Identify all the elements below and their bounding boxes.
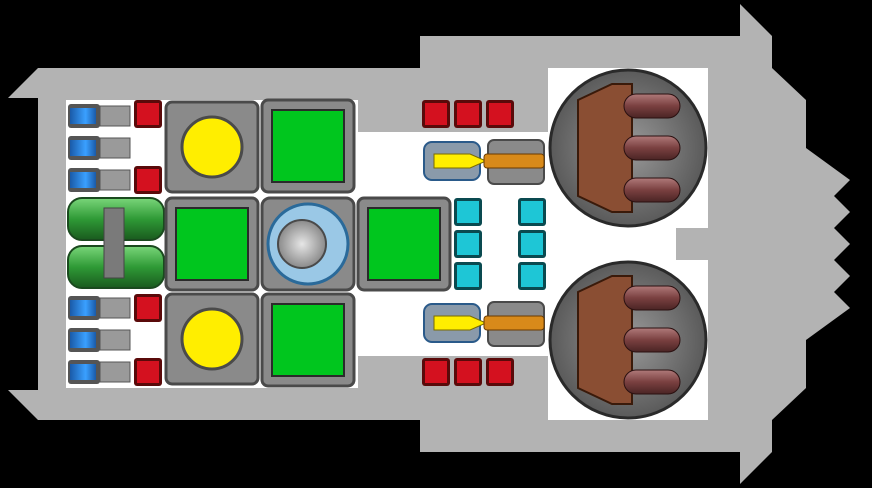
cyan-power-cell-icon — [454, 262, 482, 290]
red-power-cell-icon — [134, 166, 162, 194]
thruster-icon — [68, 360, 131, 384]
cockpit-dome-icon — [260, 196, 356, 292]
cyan-power-cell-icon — [454, 198, 482, 226]
red-cells-left — [134, 100, 162, 386]
reactor-core-icon — [164, 292, 260, 386]
thruster-bank-top — [68, 104, 131, 192]
red-power-cell-icon — [486, 358, 514, 386]
thruster-icon — [68, 136, 131, 160]
green-cargo-block-icon — [260, 292, 356, 388]
cyan-power-cell-icon — [518, 262, 546, 290]
laser-cannon-icon — [423, 303, 488, 343]
gatling-gun-icon — [483, 139, 545, 185]
red-power-cell-icon — [422, 100, 450, 128]
red-power-cell-icon — [454, 100, 482, 128]
green-cargo-block-icon — [164, 196, 260, 292]
red-power-cell-icon — [454, 358, 482, 386]
thruster-icon — [68, 296, 131, 320]
cyan-power-cell-icon — [518, 230, 546, 258]
reactor-core-icon — [164, 100, 260, 194]
green-cargo-block-icon — [356, 196, 452, 292]
red-power-cell-icon — [486, 100, 514, 128]
cyan-cells — [454, 198, 546, 290]
heavy-triple-turret-icon — [548, 68, 708, 228]
heavy-triple-turret-icon — [548, 260, 708, 420]
thruster-icon — [68, 328, 131, 352]
red-power-cell-icon — [134, 294, 162, 322]
green-cargo-block-icon — [260, 98, 356, 194]
red-power-cell-icon — [134, 358, 162, 386]
fuel-tank-icon — [67, 197, 165, 289]
gatling-gun-icon — [483, 301, 545, 347]
red-power-cell-icon — [134, 100, 162, 128]
laser-cannon-icon — [423, 141, 488, 181]
red-cells-mid — [422, 100, 514, 386]
cargo-blocks — [164, 98, 452, 388]
thruster-bank-bottom — [68, 296, 131, 384]
cyan-power-cell-icon — [454, 230, 482, 258]
thruster-icon — [68, 168, 131, 192]
thruster-icon — [68, 104, 131, 128]
red-power-cell-icon — [422, 358, 450, 386]
cyan-power-cell-icon — [518, 198, 546, 226]
